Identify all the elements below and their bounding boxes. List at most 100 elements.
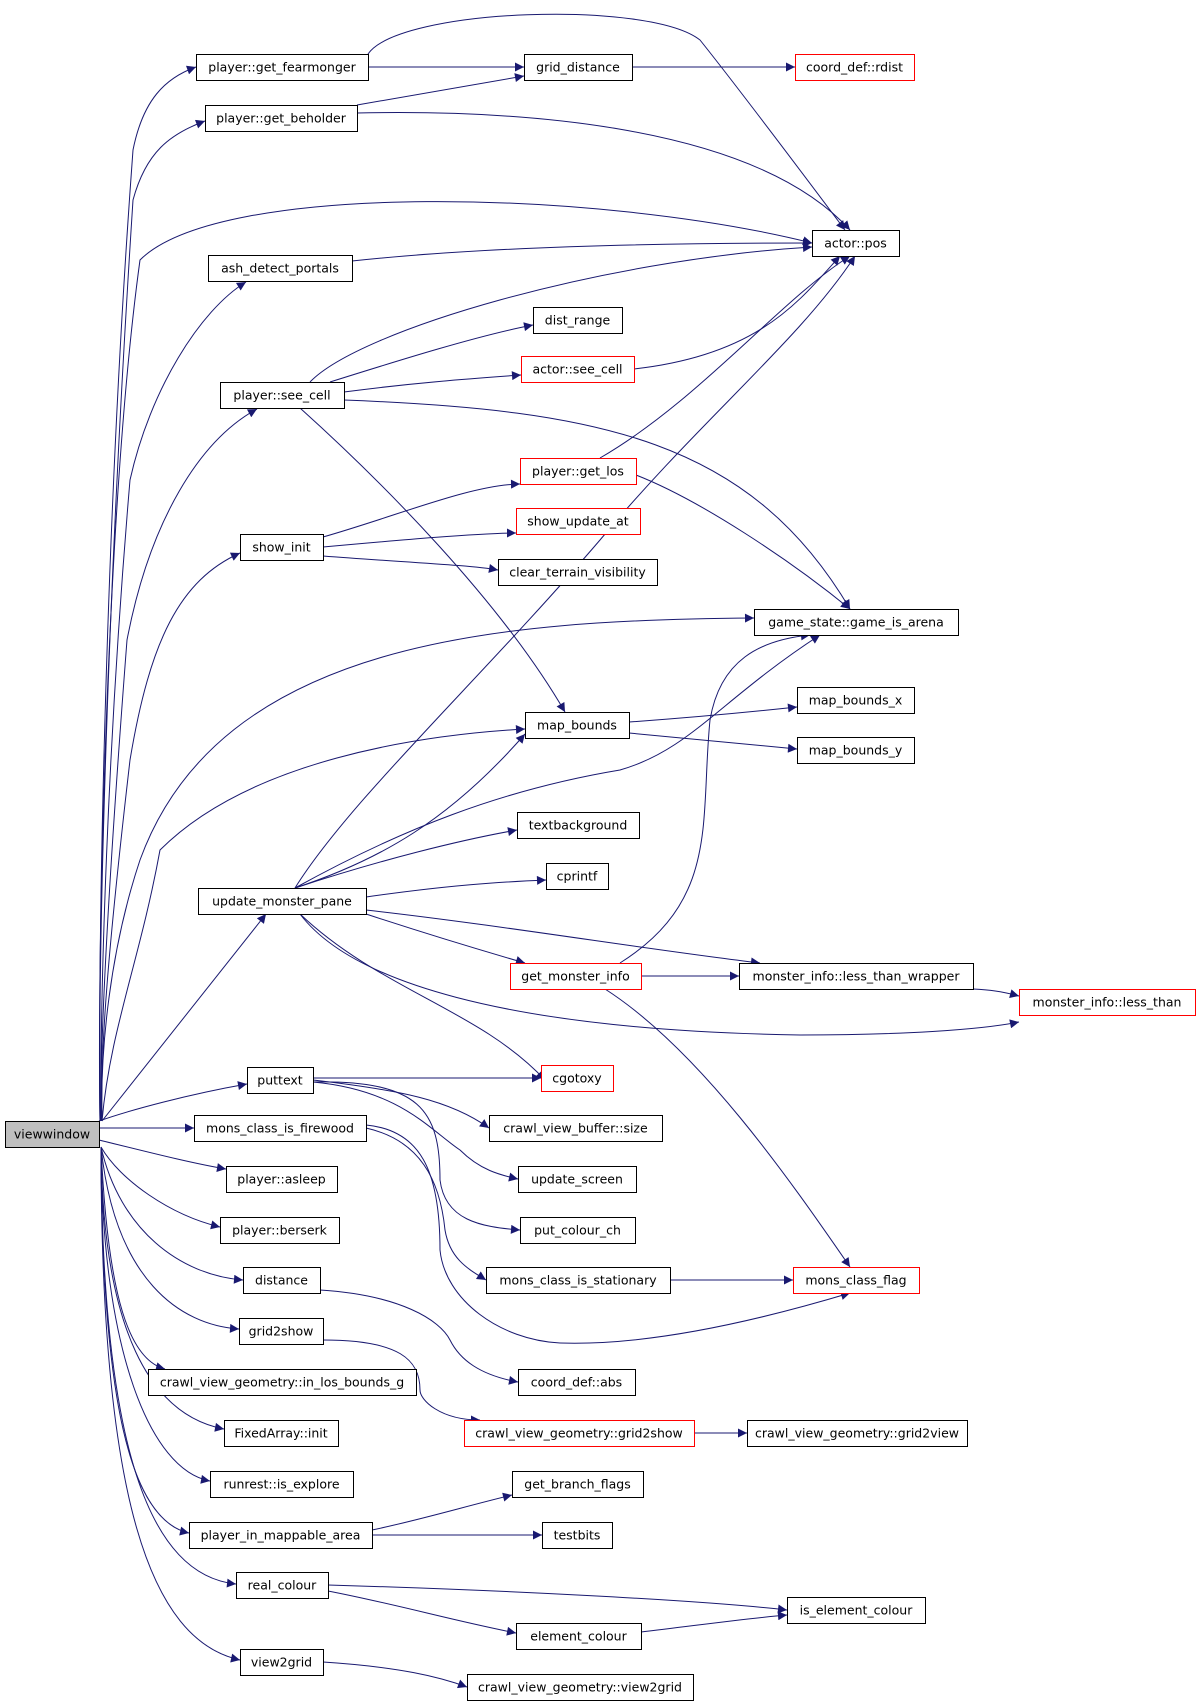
edge-to-grid-distance — [356, 73, 525, 106]
node-label: monster_info::less_than — [1033, 995, 1182, 1010]
node-actor-pos[interactable]: actor::pos — [812, 230, 900, 257]
edge-to-less-than-wrapper — [365, 909, 761, 967]
node-buffer-size[interactable]: crawl_view_buffer::size — [489, 1115, 663, 1142]
node-label: player::get_fearmonger — [208, 60, 356, 75]
node-box — [542, 1522, 613, 1549]
node-label: grid_distance — [536, 60, 620, 75]
node-is-firewood[interactable]: mons_class_is_firewood — [194, 1115, 367, 1142]
node-box — [148, 1369, 417, 1396]
node-put-colour-ch[interactable]: put_colour_ch — [520, 1217, 636, 1244]
node-show-init[interactable]: show_init — [240, 534, 324, 561]
node-abs[interactable]: coord_def::abs — [518, 1369, 636, 1396]
node-label: crawl_view_geometry::grid2show — [475, 1426, 682, 1441]
node-puttext[interactable]: puttext — [247, 1067, 314, 1094]
node-get-beholder[interactable]: player::get_beholder — [205, 105, 358, 132]
node-cvg-grid2view[interactable]: crawl_view_geometry::grid2view — [747, 1420, 968, 1447]
node-grid2show[interactable]: grid2show — [239, 1318, 324, 1345]
node-label: cprintf — [557, 869, 598, 884]
edge-to-show-update-at — [322, 528, 517, 548]
edge-to-grid2show — [100, 1146, 240, 1333]
edge-to-map-bounds-x — [628, 703, 798, 723]
edge-to-update-monster-pane — [101, 913, 267, 1122]
node-label: update_screen — [531, 1172, 623, 1187]
node-update-screen[interactable]: update_screen — [518, 1166, 637, 1193]
node-box — [793, 1267, 920, 1294]
node-box — [247, 1067, 314, 1094]
node-mappable-area[interactable]: player_in_mappable_area — [189, 1522, 373, 1549]
node-map-bounds-x[interactable]: map_bounds_x — [797, 687, 915, 714]
node-label: puttext — [257, 1073, 303, 1088]
edge-to-mons-class-flag — [365, 1124, 851, 1344]
node-box — [220, 1217, 340, 1244]
edge-to-map-bounds-y — [628, 732, 798, 753]
node-label: cgotoxy — [552, 1071, 602, 1086]
node-ash-detect-portals[interactable]: ash_detect_portals — [208, 255, 353, 282]
edge-to-update-screen — [312, 1081, 519, 1182]
node-real-colour[interactable]: real_colour — [236, 1572, 329, 1599]
node-is-element-colour[interactable]: is_element_colour — [787, 1597, 926, 1624]
edge-to-cvg-view2grid — [322, 1661, 468, 1689]
node-box — [236, 1572, 329, 1599]
node-get-monster-info[interactable]: get_monster_info — [510, 963, 642, 990]
node-is-stationary[interactable]: mons_class_is_stationary — [486, 1267, 671, 1294]
node-box — [520, 1217, 636, 1244]
node-label: element_colour — [530, 1629, 627, 1644]
node-clear-terrain-visibility[interactable]: clear_terrain_visibility — [498, 559, 658, 586]
node-label: crawl_view_geometry::view2grid — [478, 1680, 682, 1695]
node-label: player::berserk — [232, 1223, 328, 1238]
node-label: testbits — [554, 1528, 601, 1543]
node-show-update-at[interactable]: show_update_at — [516, 508, 641, 535]
node-grid-distance[interactable]: grid_distance — [524, 54, 633, 81]
edge-to-actor-pos — [633, 255, 841, 370]
node-label: map_bounds_x — [809, 693, 903, 708]
node-box — [498, 559, 658, 586]
node-box — [541, 1065, 614, 1092]
node-box — [812, 230, 900, 257]
node-get-branch-flags[interactable]: get_branch_flags — [512, 1471, 644, 1498]
node-rdist[interactable]: coord_def::rdist — [795, 54, 915, 81]
node-box — [797, 687, 915, 714]
node-cgotoxy[interactable]: cgotoxy — [541, 1065, 614, 1092]
node-dist-range[interactable]: dist_range — [533, 307, 623, 334]
node-berserk[interactable]: player::berserk — [220, 1217, 340, 1244]
node-box — [521, 356, 635, 383]
node-distance[interactable]: distance — [243, 1267, 321, 1294]
node-viewwindow[interactable]: viewwindow — [5, 1121, 100, 1148]
node-layer: viewwindow player::get_fearmongerplayer::… — [5, 54, 1196, 1701]
node-box — [739, 963, 974, 990]
node-cvg-grid2show[interactable]: crawl_view_geometry::grid2show — [464, 1420, 695, 1447]
node-map-bounds-y[interactable]: map_bounds_y — [797, 737, 915, 764]
edge-layer — [98, 13, 1020, 1689]
node-label: real_colour — [248, 1578, 318, 1593]
node-view2grid[interactable]: view2grid — [240, 1649, 324, 1676]
node-less-than-wrapper[interactable]: monster_info::less_than_wrapper — [739, 963, 974, 990]
node-update-monster-pane[interactable]: update_monster_pane — [198, 888, 367, 915]
node-less-than[interactable]: monster_info::less_than — [1019, 989, 1196, 1016]
edge-to-element-colour — [327, 1590, 517, 1636]
node-fixedarray-init[interactable]: FixedArray::init — [224, 1420, 339, 1447]
node-box — [516, 1623, 642, 1650]
node-element-colour[interactable]: element_colour — [516, 1623, 642, 1650]
node-is-explore[interactable]: runrest::is_explore — [210, 1471, 354, 1498]
node-in-los-bounds[interactable]: crawl_view_geometry::in_los_bounds_g — [148, 1369, 417, 1396]
node-box — [210, 1471, 354, 1498]
node-label: mons_class_is_stationary — [499, 1273, 657, 1288]
node-label: show_init — [252, 540, 310, 555]
node-label: distance — [255, 1273, 308, 1288]
node-game-is-arena[interactable]: game_state::game_is_arena — [754, 609, 959, 636]
node-get-fearmonger[interactable]: player::get_fearmonger — [196, 54, 369, 81]
node-testbits[interactable]: testbits — [542, 1522, 613, 1549]
node-asleep[interactable]: player::asleep — [226, 1166, 338, 1193]
edge-to-textbackground — [294, 827, 518, 889]
node-cvg-view2grid[interactable]: crawl_view_geometry::view2grid — [467, 1674, 694, 1701]
node-player-see-cell[interactable]: player::see_cell — [220, 382, 345, 409]
node-map-bounds[interactable]: map_bounds — [525, 712, 630, 739]
node-get-los[interactable]: player::get_los — [520, 458, 637, 485]
node-mons-class-flag[interactable]: mons_class_flag — [793, 1267, 920, 1294]
node-actor-see-cell[interactable]: actor::see_cell — [521, 356, 635, 383]
node-label: actor::pos — [824, 236, 887, 251]
node-textbackground[interactable]: textbackground — [517, 812, 640, 839]
edge-to-map-bounds — [101, 725, 526, 1122]
node-cprintf[interactable]: cprintf — [546, 863, 609, 890]
edge-to-less-than — [299, 913, 1020, 1036]
